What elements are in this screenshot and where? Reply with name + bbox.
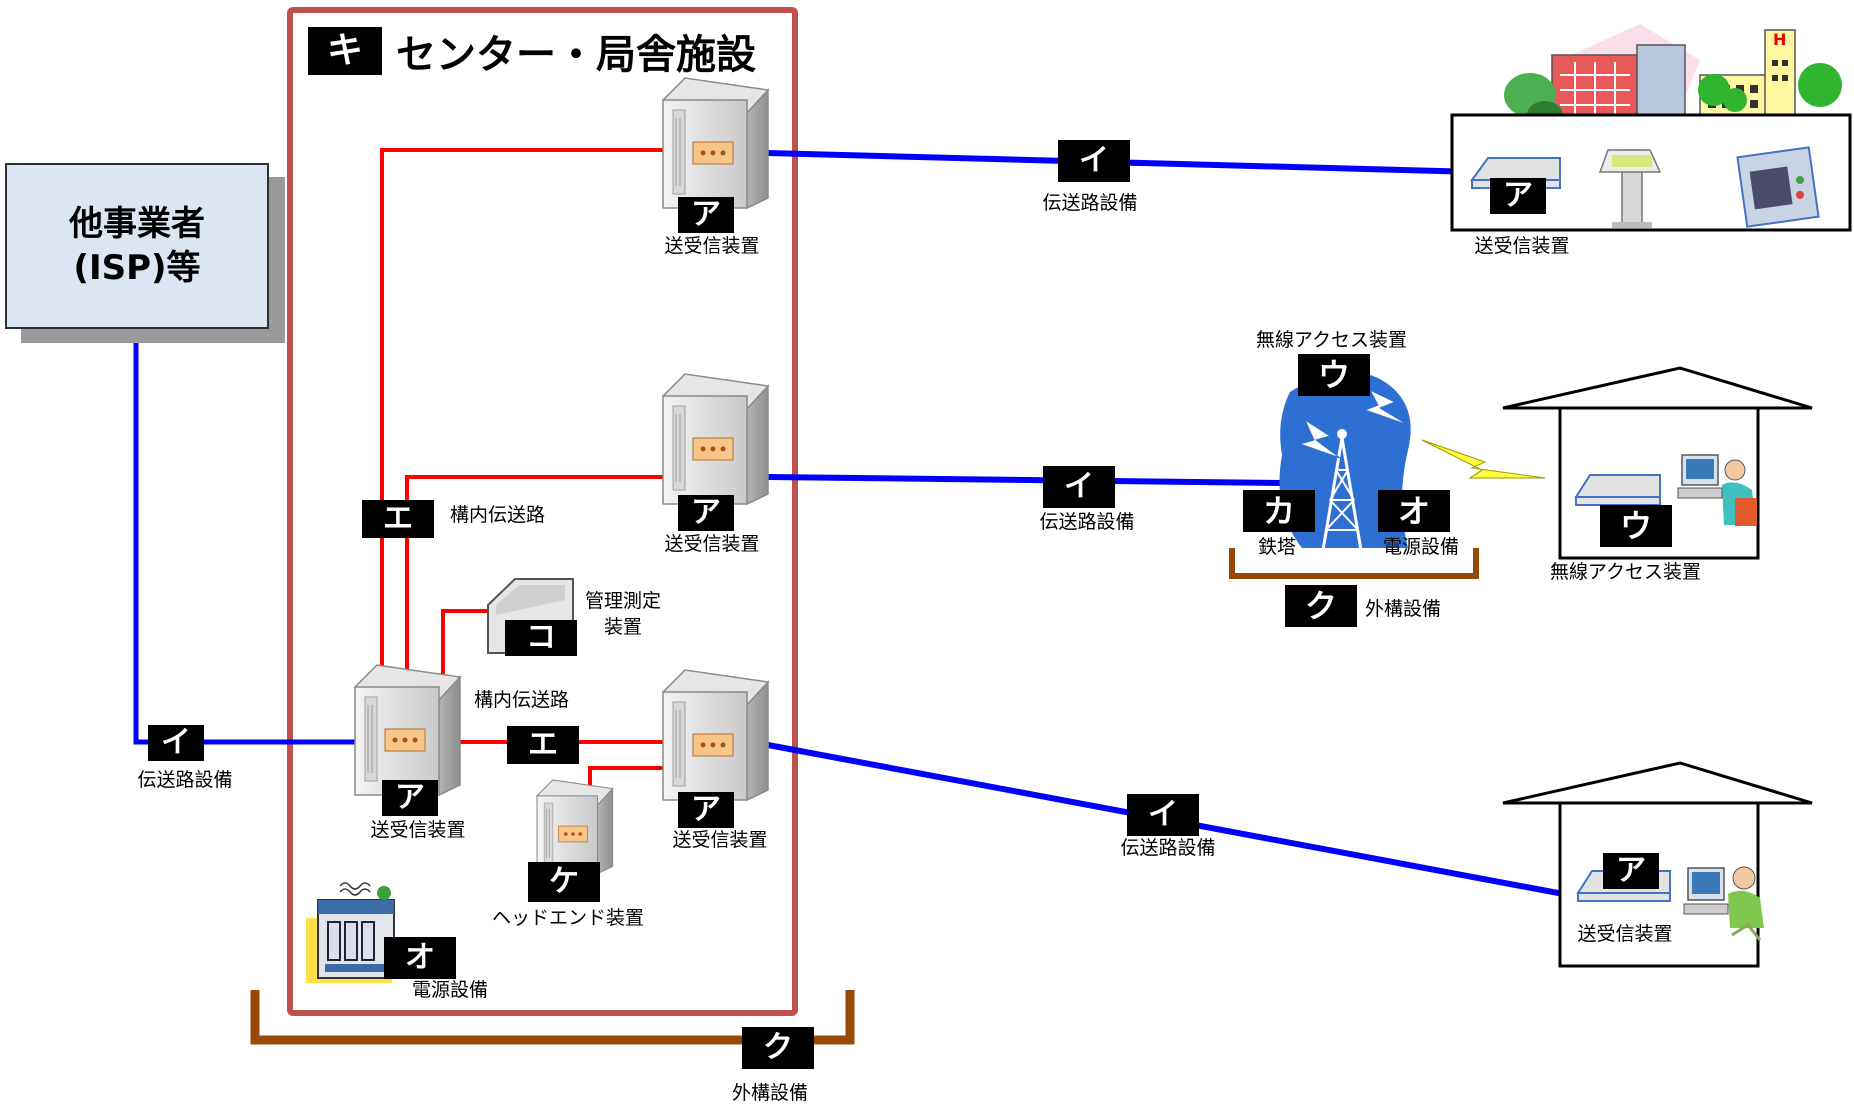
inner-path-top (380, 148, 665, 670)
label-transceiver: 送受信装置 (1474, 235, 1570, 257)
label-outside: 外構設備 (732, 1082, 809, 1104)
center-frame (287, 7, 798, 1016)
server-icon (662, 373, 769, 505)
power-supply-icon (306, 882, 395, 983)
tag-o: オ (384, 937, 456, 979)
tag-ku: ク (1285, 585, 1357, 627)
outside-bracket-center (250, 990, 855, 1045)
tag-a: ア (1490, 178, 1546, 214)
tag-i: イ (148, 725, 204, 761)
computer-user-icon (1677, 454, 1757, 526)
tag-a: ア (1603, 853, 1659, 889)
center-title: キ センター・局舎施設 (308, 22, 756, 80)
label-power: 電源設備 (1383, 536, 1460, 558)
label-power: 電源設備 (412, 979, 489, 1001)
server-icon (354, 664, 461, 796)
outside-bracket-tower (1229, 548, 1479, 579)
lightning-icon (1298, 388, 1546, 479)
tag-a: ア (678, 197, 734, 233)
tag-ko: コ (505, 620, 577, 656)
label-transmission: 伝送路設備 (137, 769, 233, 791)
router-icon (1574, 474, 1661, 506)
label-transceiver: 送受信装置 (1577, 923, 1673, 945)
tag-e: エ (507, 726, 579, 764)
isp-box: 他事業者 (ISP)等 (5, 163, 269, 329)
tag-a: ア (382, 780, 438, 816)
tag-u: ウ (1600, 505, 1672, 547)
isp-label: 他事業者 (69, 203, 205, 244)
tag-ka: カ (1243, 490, 1315, 532)
kiosk-icon (1598, 149, 1662, 228)
label-transmission: 伝送路設備 (1039, 511, 1135, 533)
svg-text:H: H (1773, 30, 1786, 49)
tag-i: イ (1043, 466, 1115, 508)
label-inner-path: 構内伝送路 (474, 689, 570, 711)
tag-u: ウ (1298, 354, 1370, 396)
server-icon (662, 77, 769, 209)
tag-ke: ケ (528, 862, 600, 902)
tag-i: イ (1127, 794, 1199, 836)
tag-a: ア (678, 495, 734, 531)
label-transmission: 伝送路設備 (1120, 837, 1216, 859)
label-inner-path: 構内伝送路 (450, 504, 546, 526)
tag-e: エ (362, 500, 434, 538)
computer-user-icon (1683, 866, 1764, 941)
label-mgmt: 管理測定 (584, 590, 661, 612)
tag-ku: ク (742, 1027, 814, 1069)
label-headend: ヘッドエンド装置 (491, 907, 644, 929)
tag-i: イ (1058, 140, 1130, 182)
tag-a: ア (678, 792, 734, 828)
isp-label-sub: (ISP)等 (73, 248, 201, 288)
tag-o: オ (1378, 490, 1450, 532)
label-wireless: 無線アクセス装置 (1550, 561, 1702, 583)
label-wireless: 無線アクセス装置 (1256, 329, 1408, 351)
label-transceiver: 送受信装置 (664, 533, 760, 555)
label-transceiver: 送受信装置 (370, 819, 466, 841)
transmission-mid (767, 474, 1286, 486)
inner-path-mid (405, 475, 665, 670)
label-transmission: 伝送路設備 (1042, 192, 1138, 214)
tag-ki: キ (308, 27, 382, 75)
medical-monitor-icon (1736, 146, 1820, 228)
center-title-text: センター・局舎施設 (396, 32, 756, 78)
server-icon (662, 669, 769, 801)
server-icon (536, 779, 614, 875)
label-outside: 外構設備 (1365, 598, 1442, 620)
inner-path-mgmt (441, 609, 495, 690)
label-transceiver: 送受信装置 (664, 235, 760, 257)
label-mgmt-sub: 装置 (603, 616, 642, 638)
label-transceiver: 送受信装置 (672, 829, 768, 851)
label-tower: 鉄塔 (1258, 536, 1297, 558)
transmission-isp (133, 328, 355, 745)
